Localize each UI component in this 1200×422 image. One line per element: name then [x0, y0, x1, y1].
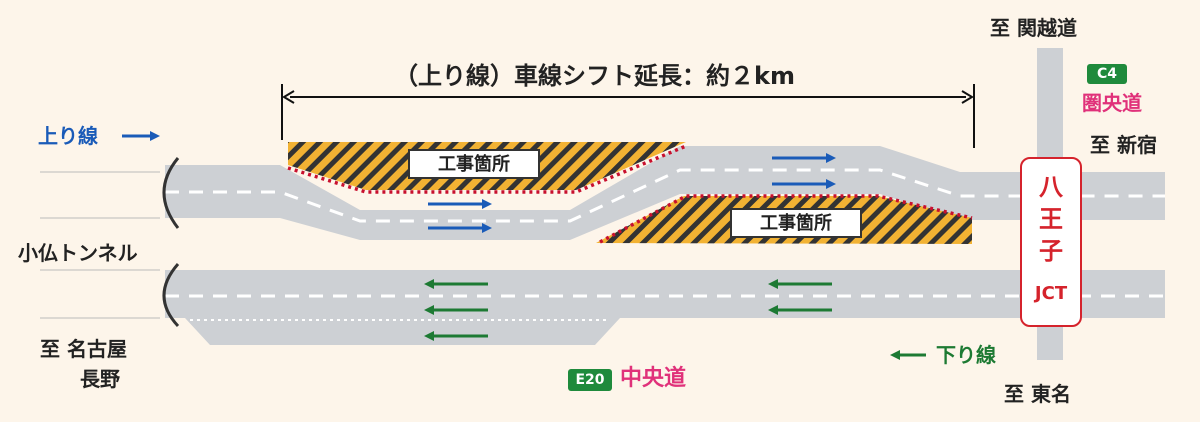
jct-char-1: 八: [1039, 173, 1063, 201]
down-traffic-arrow-2: [424, 305, 488, 315]
arrow-down-line-legend: [890, 350, 926, 360]
up-traffic-arrow-4: [772, 179, 836, 189]
shift-line-1: [287, 144, 687, 194]
tunnel-portal-upper: [162, 157, 180, 229]
up-traffic-arrow-1: [428, 199, 492, 209]
jct-char-2: 王: [1039, 205, 1063, 233]
entry-lines: [40, 171, 160, 319]
to-nagoya-label: 至 名古屋: [40, 337, 127, 361]
down-traffic-arrow-4: [768, 279, 832, 289]
extent-title: （上り線）車線シフト延長：約２km: [394, 62, 795, 90]
tunnel-label: 小仏トンネル: [18, 241, 138, 265]
e20-route-badge: E20: [568, 369, 612, 391]
to-shinjuku-label: 至 新宿: [1090, 133, 1157, 157]
c4-route-name: 圏央道: [1082, 91, 1142, 115]
down-traffic-arrow-3: [424, 331, 488, 341]
down-line-road: [165, 270, 1165, 345]
work-zone-2-label: 工事箇所: [730, 208, 862, 238]
e20-route-name: 中央道: [620, 366, 687, 391]
up-line-label: 上り線: [38, 124, 98, 148]
down-traffic-arrow-5: [768, 305, 832, 315]
c4-route-badge: C4: [1087, 64, 1127, 84]
down-traffic-arrow-1: [424, 279, 488, 289]
nagano-label: 長野: [80, 367, 120, 391]
arrow-up-line-legend: [122, 131, 160, 141]
down-line-label: 下り線: [936, 343, 996, 367]
hachioji-jct-box: 八 王 子 JCT: [1020, 157, 1082, 327]
to-kanetsu-label: 至 関越道: [990, 16, 1077, 40]
shift-line-2: [599, 194, 973, 244]
up-traffic-arrow-3: [772, 153, 836, 163]
up-traffic-arrow-2: [428, 223, 492, 233]
work-zone-1-label: 工事箇所: [408, 149, 540, 179]
up-line-road: [165, 146, 1165, 240]
up-line-lane-marking: [165, 168, 1165, 223]
jct-char-3: 子: [1039, 237, 1063, 265]
to-tomei-label: 至 東名: [1004, 382, 1071, 406]
extent-dimension: [281, 84, 975, 148]
tunnel-portal-lower: [162, 263, 180, 328]
jct-latin: JCT: [1034, 283, 1068, 304]
